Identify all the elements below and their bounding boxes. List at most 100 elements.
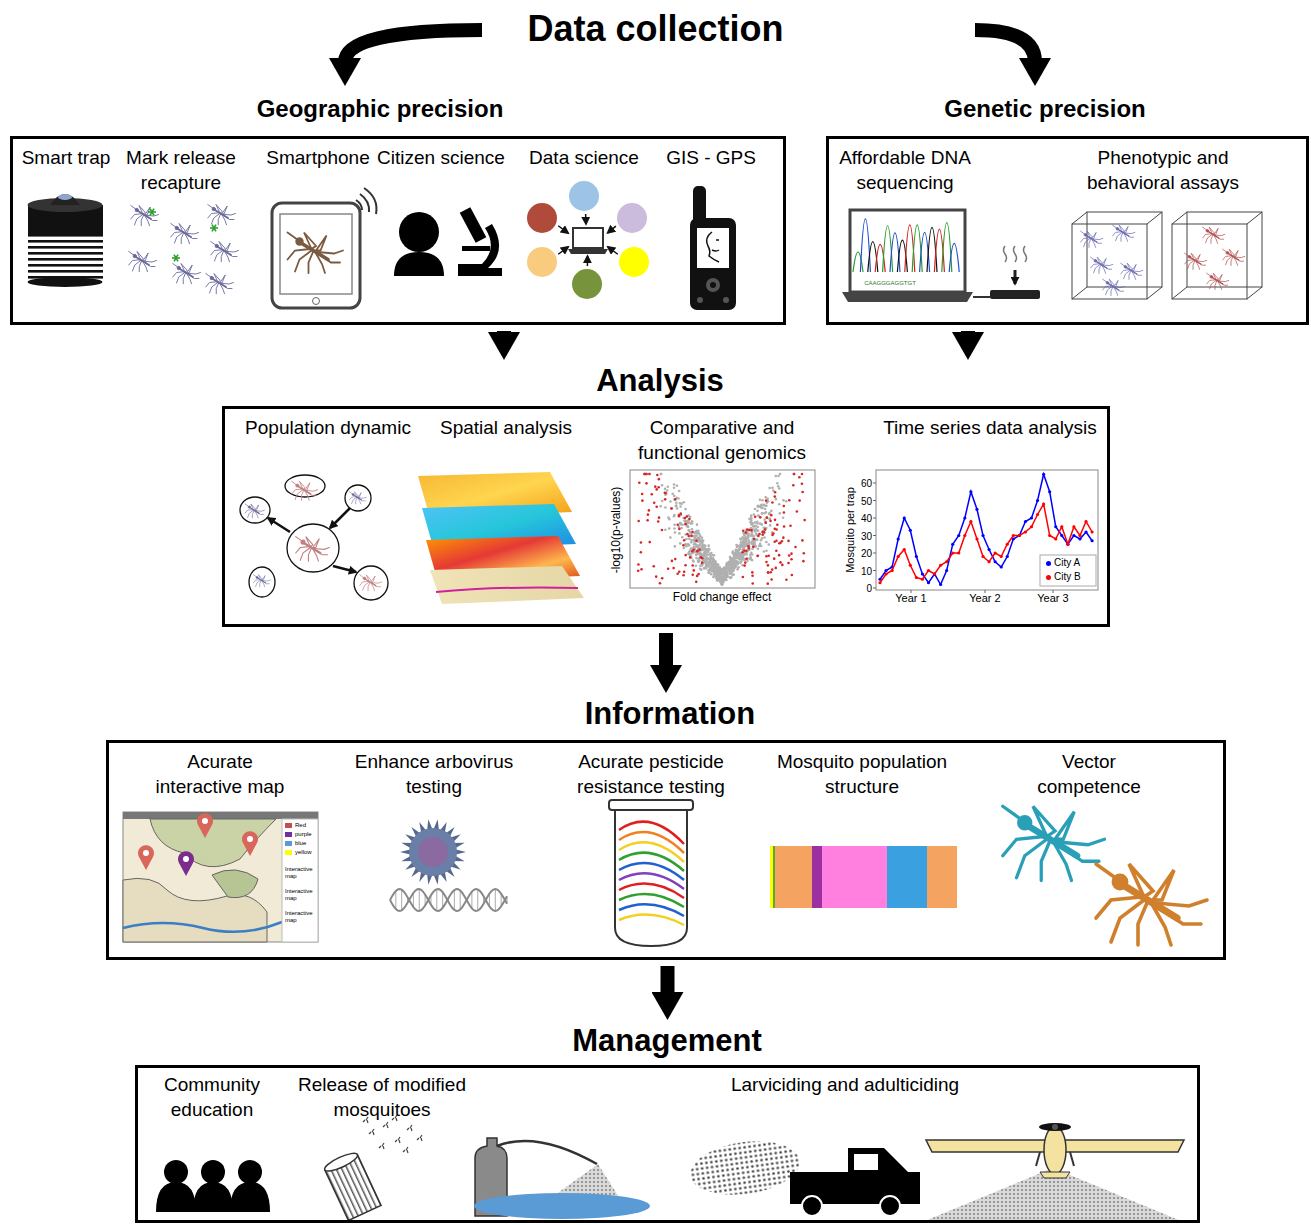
volcano-plot [655, 575, 658, 578]
map-pin [183, 856, 189, 862]
volcano-plot [785, 500, 788, 503]
community-icon [193, 1182, 233, 1212]
volcano-plot [707, 544, 710, 547]
item-label: GIS - GPS [656, 146, 766, 171]
smart-trap-icon [28, 194, 104, 287]
legend-text: City B [1054, 572, 1081, 582]
data-science-icon [572, 269, 602, 299]
volcano-plot [765, 499, 768, 502]
volcano-plot [752, 541, 755, 544]
volcano-plot [702, 544, 705, 547]
volcano-plot [761, 512, 764, 515]
volcano-plot [721, 584, 724, 587]
map-pin [143, 850, 149, 856]
volcano-plot [761, 534, 764, 537]
volcano-plot [705, 567, 708, 570]
volcano-plot [744, 561, 747, 564]
item-label: Community education [152, 1073, 272, 1122]
arbovirus-icon [460, 890, 461, 909]
volcano-plot [767, 571, 770, 574]
release-canister-icon [323, 1150, 360, 1174]
volcano-plot [774, 567, 777, 570]
volcano-plot [637, 569, 640, 572]
time-series-chart [915, 576, 918, 579]
time-series-chart [873, 483, 876, 484]
spatial-layers-icon [436, 588, 578, 593]
community-icon [201, 1160, 225, 1184]
resistance-tube-icon [619, 915, 684, 925]
flow-arrow [661, 966, 675, 996]
community-icon [156, 1160, 270, 1212]
mark-release-icon [174, 255, 178, 262]
data-science-icon [558, 247, 568, 254]
volcano-plot [724, 578, 727, 581]
volcano-plot [690, 539, 693, 542]
volcano-plot [695, 557, 698, 560]
airplane-icon [1039, 1123, 1071, 1131]
volcano-plot [717, 571, 720, 574]
time-series-chart [1060, 525, 1063, 528]
volcano-plot [653, 501, 656, 504]
assay-cube-icon [1103, 279, 1125, 295]
volcano-plot [739, 537, 742, 540]
volcano-plot [732, 557, 735, 560]
arbovirus-icon [454, 890, 455, 910]
sequencing-laptop-icon [973, 296, 990, 298]
volcano-plot [637, 520, 640, 523]
legend-swatch [1046, 575, 1051, 580]
smart-trap-icon [28, 232, 103, 282]
volcano-plot [763, 531, 766, 534]
time-series-chart [1060, 534, 1063, 537]
interactive-map-icon [150, 819, 276, 867]
volcano-plot [763, 550, 766, 553]
item-label: Release of modified mosquitoes [287, 1073, 477, 1122]
volcano-plot [661, 577, 664, 580]
section-heading: Analysis [410, 362, 910, 399]
citizen-science-icon [394, 252, 444, 276]
volcano-plot [761, 499, 764, 502]
volcano-plot [731, 568, 734, 571]
time-series-chart [873, 470, 1098, 593]
volcano-plot [756, 555, 759, 558]
volcano-plot [765, 521, 768, 524]
volcano-plot [766, 582, 769, 585]
section-box: Genetic precisionAffordable DNA sequenci… [826, 95, 1309, 325]
population-structure-bar [773, 846, 775, 908]
volcano-plot [684, 523, 687, 526]
volcano-plot [714, 569, 717, 572]
volcano-plot [728, 567, 731, 570]
volcano-plot [666, 485, 669, 488]
volcano-plot [668, 518, 671, 521]
data-science-icon [527, 247, 557, 277]
time-series-chart [1054, 525, 1057, 528]
resistance-tube-icon [609, 800, 693, 810]
release-canister-icon [395, 1137, 400, 1143]
smartphone-icon [288, 233, 344, 274]
volcano-plot [757, 535, 760, 538]
section-heading: Geographic precision [130, 95, 630, 124]
volcano-plot [757, 547, 760, 550]
time-series-chart [1036, 513, 1039, 516]
volcano-plot [664, 506, 667, 509]
volcano-plot [674, 531, 677, 534]
sequencing-laptop-icon [1014, 270, 1017, 284]
section-heading: Management [417, 1022, 917, 1059]
volcano-plot [640, 551, 643, 554]
volcano-plot [726, 576, 729, 579]
volcano-plot [712, 554, 715, 557]
volcano-plot [750, 514, 753, 517]
volcano-plot [761, 523, 764, 526]
volcano-plot [704, 554, 707, 557]
volcano-plot [790, 558, 793, 561]
volcano-plot [687, 526, 690, 529]
title-arrow [345, 30, 482, 62]
population-dynamic-icon [245, 504, 264, 518]
time-series-chart [873, 518, 876, 519]
volcano-plot [765, 555, 768, 558]
volcano-plot [798, 476, 801, 479]
volcano-plot [645, 482, 648, 485]
volcano-plot [725, 578, 728, 581]
time-series-chart [1030, 516, 1033, 519]
volcano-plot [723, 572, 726, 575]
volcano-plot [630, 470, 815, 588]
